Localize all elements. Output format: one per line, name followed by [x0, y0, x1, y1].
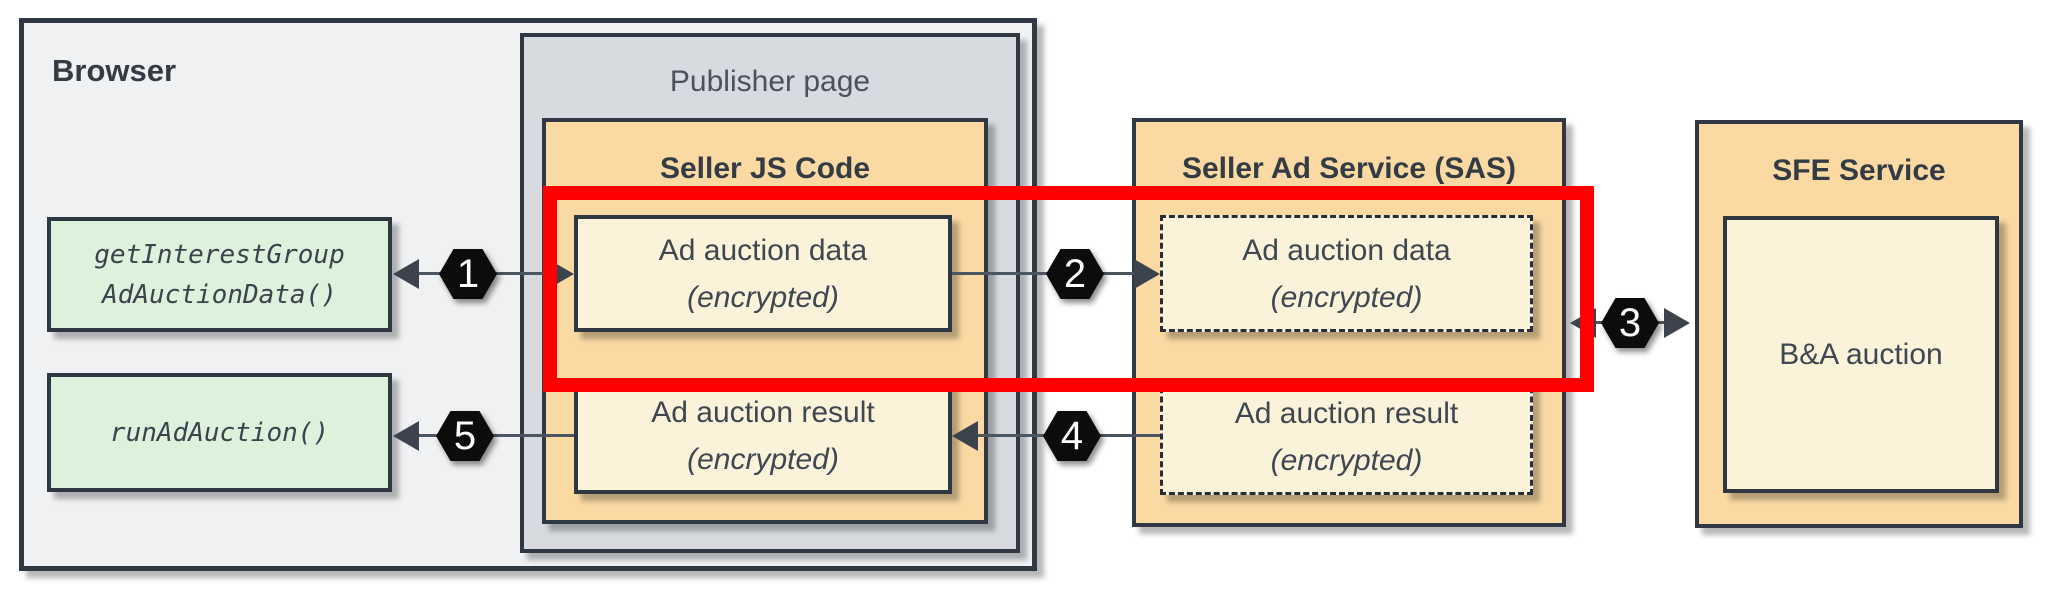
- encrypted-label: (encrypted): [687, 280, 839, 314]
- encrypted-label: (encrypted): [687, 443, 839, 476]
- sfe-service-title: SFE Service: [1772, 154, 1946, 187]
- ad-auction-result-label: Ad auction result: [651, 396, 875, 429]
- browser-label: Browser: [52, 53, 177, 88]
- get-interest-group-line2: AdAuctionData(): [102, 279, 337, 310]
- arrowhead-left-icon: [393, 421, 419, 451]
- arrowhead-right-icon: [548, 259, 574, 289]
- seller-js-ad-auction-data-box: Ad auction data (encrypted): [574, 215, 952, 332]
- step-1-number: 1: [456, 251, 480, 296]
- arrowhead-right-icon: [1134, 259, 1160, 289]
- seller-ad-service-title: Seller Ad Service (SAS): [1181, 152, 1517, 185]
- get-interest-group-line1: getInterestGroup: [94, 239, 345, 270]
- publisher-page-label: Publisher page: [669, 65, 871, 98]
- step-3-number: 3: [1618, 300, 1642, 345]
- step-2-number: 2: [1063, 251, 1087, 296]
- get-interest-group-box: getInterestGroup AdAuctionData(): [47, 217, 392, 332]
- arrowhead-left-icon: [393, 259, 419, 289]
- ad-auction-data-label: Ad auction data: [658, 233, 868, 267]
- run-ad-auction-box: runAdAuction(): [47, 373, 392, 492]
- step-5-number: 5: [453, 413, 477, 458]
- encrypted-label: (encrypted): [1270, 443, 1423, 477]
- ba-auction-label: B&A auction: [1779, 338, 1943, 371]
- arrowhead-right-icon: [1664, 308, 1690, 338]
- arrowhead-left-icon: [952, 421, 978, 451]
- sas-ad-auction-data-box: Ad auction data (encrypted): [1160, 215, 1533, 332]
- sas-ad-auction-result-box: Ad auction result (encrypted): [1160, 378, 1533, 495]
- encrypted-label: (encrypted): [1270, 280, 1423, 314]
- seller-js-ad-auction-result-box: Ad auction result (encrypted): [574, 378, 952, 494]
- step-4-number: 4: [1060, 413, 1084, 458]
- ba-auction-box: B&A auction: [1723, 216, 1999, 493]
- arrowhead-left-icon: [1570, 308, 1596, 338]
- seller-js-code-title: Seller JS Code: [659, 152, 871, 185]
- ad-auction-result-label: Ad auction result: [1234, 396, 1459, 430]
- ad-auction-data-label: Ad auction data: [1242, 233, 1451, 267]
- run-ad-auction-line1: runAdAuction(): [109, 417, 330, 448]
